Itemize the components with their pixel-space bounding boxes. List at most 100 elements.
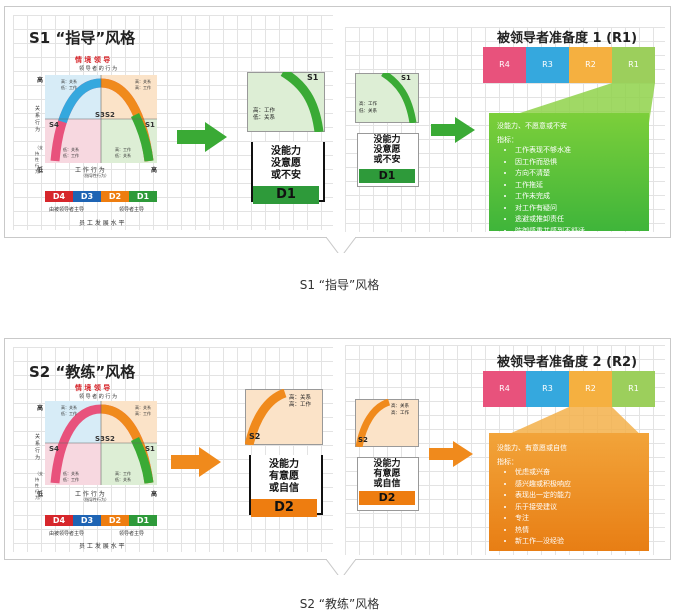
tab-r4: R4 <box>483 47 526 83</box>
mid-card-note: 高：关系 高：工作 <box>289 395 312 408</box>
d4-box: D4 <box>45 191 73 202</box>
small-card-text: 没能力 有意愿 或自信 <box>373 459 401 489</box>
note-s4: 低：关系 低：工作 <box>63 147 79 158</box>
label-s3: S3 <box>95 111 105 119</box>
list-item: 乐于接受建议 <box>515 502 571 514</box>
mid-card-label: S2 <box>249 432 261 441</box>
label-s2: S2 <box>105 111 115 119</box>
y-low: 低 <box>37 167 44 174</box>
x-label-sub: （指导性行为） <box>81 173 109 178</box>
d3-box: D3 <box>73 191 101 202</box>
arrow-right-icon <box>429 441 473 467</box>
readiness-panel: 被领导者准备度 1 (R1) R4 R3 R2 R1 没能力、不愿意或不安 指标… <box>483 21 655 235</box>
caption-s1: S1 “指导”风格 <box>299 278 380 292</box>
readiness-box <box>489 113 649 231</box>
diagram-header: 情 境 领 导 <box>75 384 111 392</box>
tab-r1: R1 <box>612 47 655 83</box>
diagram-subheader: 领 导 者 的 行 为 <box>79 66 117 72</box>
d4-box: D4 <box>45 515 73 526</box>
panel-s1: S1 “指导”风格 情 境 领 导 领 导 者 的 行 为 高 关系行为 （支持… <box>4 6 671 238</box>
y-high: 高 <box>37 405 44 412</box>
arrow-right-icon <box>171 447 221 477</box>
note-s2: 高：关系 高：工作 <box>135 405 151 416</box>
panel-s2: S2 “教练”风格 情 境 领 导 领 导 者 的 行 为 高 关系行为 （支持… <box>4 338 671 560</box>
mid-card-curve <box>280 72 324 132</box>
list-item: 感兴趣或积极响应 <box>515 479 571 491</box>
situational-leadership-diagram: 情 境 领 导 领 导 者 的 行 为 高 关系行为 （支持性行为） 低 S3 … <box>35 55 167 233</box>
callout-pointer <box>326 237 356 253</box>
mid-card-text: 没能力 没意愿 或不安 <box>271 146 301 181</box>
d1-box: D1 <box>129 515 157 526</box>
readiness-list: 工作表现不够水准 因工作而恐惧 方向不清楚 工作拖延 工作未完成 对工作有疑问 … <box>497 145 585 237</box>
x-label: 工 作 行 为 <box>75 167 105 174</box>
small-card-curve <box>355 399 391 447</box>
mid-card-label: S1 <box>307 73 319 82</box>
readiness-headline: 没能力、不愿意或不安 <box>497 122 567 130</box>
leadership-curve <box>45 75 157 163</box>
label-s1: S1 <box>145 445 155 453</box>
readiness-body: R4 R3 R2 R1 没能力、有意愿或自信 指标： 忧虑或兴奋 感兴趣或积极响… <box>483 371 655 551</box>
list-item: 逃避或推卸责任 <box>515 214 585 226</box>
mid-card-bar: D1 <box>253 186 319 204</box>
small-card-note: 高：工作 低：关系 <box>359 102 377 114</box>
mid-card-curve <box>245 389 287 445</box>
mid-card-note: 高：工作 低：关系 <box>253 108 276 121</box>
tab-r2: R2 <box>569 371 612 407</box>
y-label: 关系行为 <box>35 434 41 461</box>
y-label-sub: （支持性行为） <box>35 145 43 174</box>
right-foot: 领导者主导 <box>119 531 145 537</box>
tab-r1: R1 <box>612 371 655 407</box>
list-item: 表现出一定的能力 <box>515 490 571 502</box>
label-s4: S4 <box>49 121 59 129</box>
note-s1: 高：工作 低：关系 <box>115 147 131 158</box>
list-item: 热情 <box>515 525 571 537</box>
mid-card-text: 没能力 有意愿 或自信 <box>269 459 299 494</box>
readiness-list: 忧虑或兴奋 感兴趣或积极响应 表现出一定的能力 乐于接受建议 专注 热情 新工作… <box>497 467 571 548</box>
note-s2: 高：关系 高：工作 <box>135 79 151 90</box>
caption-s2: S2 “教练”风格 <box>299 597 380 611</box>
mid-card: S1 高：工作 低：关系 没能力 没意愿 或不安 D1 <box>247 72 325 208</box>
label-s3: S3 <box>95 435 105 443</box>
panel-title: S1 “指导”风格 <box>29 29 136 47</box>
list-item: 方向不清楚 <box>515 168 585 180</box>
small-card-bar: D1 <box>359 169 415 183</box>
small-card: S2 高：关系 高：工作 没能力 有意愿 或自信 D2 <box>355 399 419 513</box>
d2-box: D2 <box>101 515 129 526</box>
d1-box: D1 <box>129 191 157 202</box>
tab-r2: R2 <box>569 47 612 83</box>
note-s3: 高：关系 低：工作 <box>61 405 77 416</box>
small-card-curve <box>381 73 417 123</box>
small-card-text: 没能力 没意愿 或不安 <box>373 135 401 165</box>
readiness-headline: 没能力、有意愿或自信 <box>497 444 567 452</box>
list-item: 因工作而恐惧 <box>515 157 585 169</box>
readiness-panel: 被领导者准备度 2 (R2) R4 R3 R2 R1 没能力、有意愿或自信 指标… <box>483 347 655 553</box>
label-s1: S1 <box>145 121 155 129</box>
list-item: 新工作—没经验 <box>515 536 571 548</box>
small-card-label: S2 <box>358 436 368 444</box>
y-label-sub: （支持性行为） <box>35 471 43 500</box>
left-foot: 由被领导者主导 <box>49 531 85 537</box>
readiness-title: 被领导者准备度 2 (R2) <box>497 355 638 370</box>
leadership-curve <box>45 401 157 485</box>
small-card-note: 高：关系 高：工作 <box>391 404 409 416</box>
arrow-right-icon <box>177 122 227 152</box>
right-foot: 领导者主导 <box>119 207 145 213</box>
label-s2: S2 <box>105 435 115 443</box>
list-item: 对工作有疑问 <box>515 203 585 215</box>
list-item: 工作拖延 <box>515 180 585 192</box>
x-label-sub: （指导性行为） <box>81 497 109 502</box>
left-foot: 由被领导者主导 <box>49 207 85 213</box>
tab-r3: R3 <box>526 47 569 83</box>
y-low: 低 <box>37 491 44 498</box>
list-item: 工作表现不够水准 <box>515 145 585 157</box>
readiness-body: R4 R3 R2 R1 没能力、不愿意或不安 指标： 工作表现不够水准 因工作而… <box>483 47 655 235</box>
mid-card-bar: D2 <box>251 499 317 517</box>
readiness-box <box>489 433 649 551</box>
list-item: 工作未完成 <box>515 191 585 203</box>
readiness-indicator: 指标： <box>497 458 518 466</box>
tab-r3: R3 <box>526 371 569 407</box>
y-label: 关系行为 <box>35 106 41 133</box>
note-s1: 高：工作 低：关系 <box>115 471 131 482</box>
situational-leadership-diagram: 情 境 领 导 领 导 者 的 行 为 高 关系行为 （支持性行为） 低 S3 … <box>35 383 167 555</box>
diagram-header: 情 境 领 导 <box>75 56 111 64</box>
